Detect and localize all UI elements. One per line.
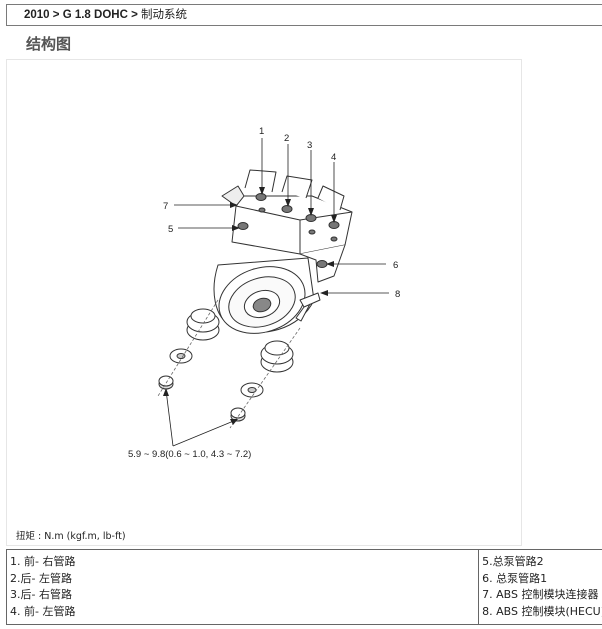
callout-1: 1 xyxy=(259,126,264,137)
legend-item: 5.总泵管路2 xyxy=(482,555,544,568)
legend-item: 8. ABS 控制模块(HECU) xyxy=(482,604,602,618)
breadcrumb-section: 制动系统 xyxy=(141,9,187,21)
motor-housing xyxy=(213,257,315,334)
callout-5: 5 xyxy=(168,224,173,235)
mounting-pin xyxy=(295,292,321,322)
brake-line-ports xyxy=(237,193,340,268)
leader-arrowheads xyxy=(163,187,337,425)
assembly-axes xyxy=(157,299,301,429)
callout-4: 4 xyxy=(331,152,336,163)
callout-6: 6 xyxy=(393,260,398,271)
legend-item: 7. ABS 控制模块连接器 xyxy=(482,588,599,601)
parts-legend-table: 1. 前- 右管路 2.后- 左管路 3.后- 右管路 4. 前- 左管路 5.… xyxy=(5,549,602,625)
torque-spec: 5.9 ~ 9.8(0.6 ~ 1.0, 4.3 ~ 7.2) xyxy=(128,449,251,460)
mounting-nuts xyxy=(158,375,246,422)
washers xyxy=(169,348,264,398)
page-title: 结构图 xyxy=(26,35,72,53)
breadcrumb: 2010 > G 1.8 DOHC > 制动系统 xyxy=(6,4,602,26)
callout-3: 3 xyxy=(307,140,312,151)
leader-lines xyxy=(165,138,389,447)
breadcrumb-path: 2010 > G 1.8 DOHC > xyxy=(24,9,138,21)
legend-item: 1. 前- 右管路 xyxy=(10,555,76,568)
rubber-insulators xyxy=(186,308,294,373)
legend-item: 6. 总泵管路1 xyxy=(482,571,548,585)
legend-left-column: 1. 前- 右管路 2.后- 左管路 3.后- 右管路 4. 前- 左管路 xyxy=(5,549,480,625)
legend-right-column: 5.总泵管路2 6. 总泵管路1 7. ABS 控制模块连接器 8. ABS 控… xyxy=(478,549,602,625)
legend-item: 4. 前- 左管路 xyxy=(10,604,76,618)
callout-7: 7 xyxy=(163,201,168,212)
callout-2: 2 xyxy=(284,133,289,144)
callout-8: 8 xyxy=(395,289,400,300)
legend-item: 2.后- 左管路 xyxy=(10,571,72,585)
legend-item: 3.后- 右管路 xyxy=(10,588,72,601)
torque-unit-note: 扭矩 : N.m (kgf.m, lb-ft) xyxy=(16,531,126,542)
